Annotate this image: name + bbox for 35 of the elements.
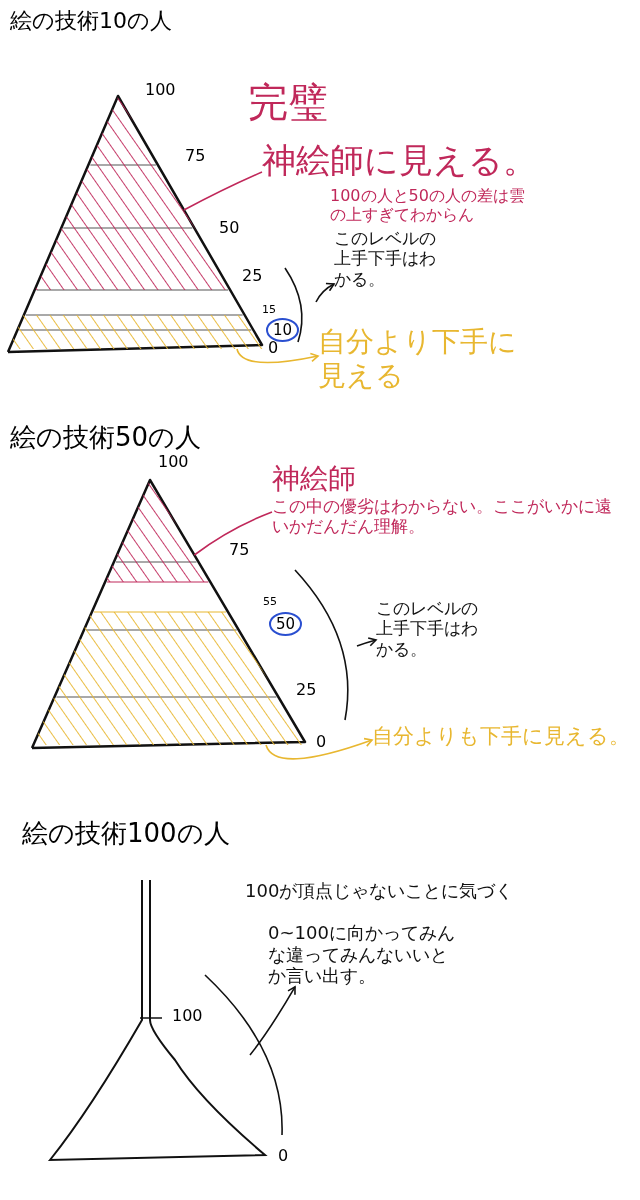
arrow <box>265 737 373 760</box>
scale-number: 25 <box>242 266 263 286</box>
arrow <box>315 282 335 303</box>
scale-number: 75 <box>229 540 250 560</box>
annotation-text: このレベルの上手下手はわかる。 <box>376 598 491 660</box>
annotation-text: 0~100に向かってみんな違ってみんないいとか言い出す。 <box>268 922 458 987</box>
scale-number: 100 <box>172 1006 203 1026</box>
scale-number: 50 <box>219 218 240 238</box>
annotation-text: 100が頂点じゃないことに気づく <box>245 880 625 902</box>
leader-line <box>193 511 273 556</box>
annotation-text: このレベルの上手下手はわかる。 <box>334 228 449 290</box>
arrow <box>356 637 377 647</box>
scale-number: 100 <box>145 80 176 100</box>
circled-number: 50 <box>269 612 303 636</box>
annotation-heading: 神絵師 <box>272 462 357 496</box>
scale-number: 75 <box>185 146 206 166</box>
annotation-text: 神絵師に見える。 <box>262 140 562 181</box>
scale-number: 0 <box>316 732 327 752</box>
panel-title: 絵の技術100の人 <box>22 818 230 850</box>
scale-number: 100 <box>158 452 189 472</box>
leader-line <box>183 171 263 211</box>
arrow <box>249 986 296 1056</box>
annotation-text: 完璧 <box>248 78 368 126</box>
annotation-text: この中の優劣はわからない。ここがいかに遠いかだんだん理解。 <box>272 495 612 537</box>
circled-number: 10 <box>266 318 300 342</box>
scale-number: 0 <box>278 1146 289 1166</box>
scale-number: 55 <box>263 595 277 609</box>
arrow <box>236 348 319 364</box>
scale-number: 25 <box>296 680 317 700</box>
scale-number: 15 <box>262 303 276 317</box>
annotation-text: 100の人と50の人の差は雲の上すぎてわからん <box>330 186 530 225</box>
panel-title: 絵の技術50の人 <box>10 422 202 454</box>
annotation-text: 自分よりも下手に見える。 <box>372 724 640 750</box>
annotation-text: 自分より下手に見える <box>318 325 518 393</box>
panel-title: 絵の技術10の人 <box>10 8 172 35</box>
